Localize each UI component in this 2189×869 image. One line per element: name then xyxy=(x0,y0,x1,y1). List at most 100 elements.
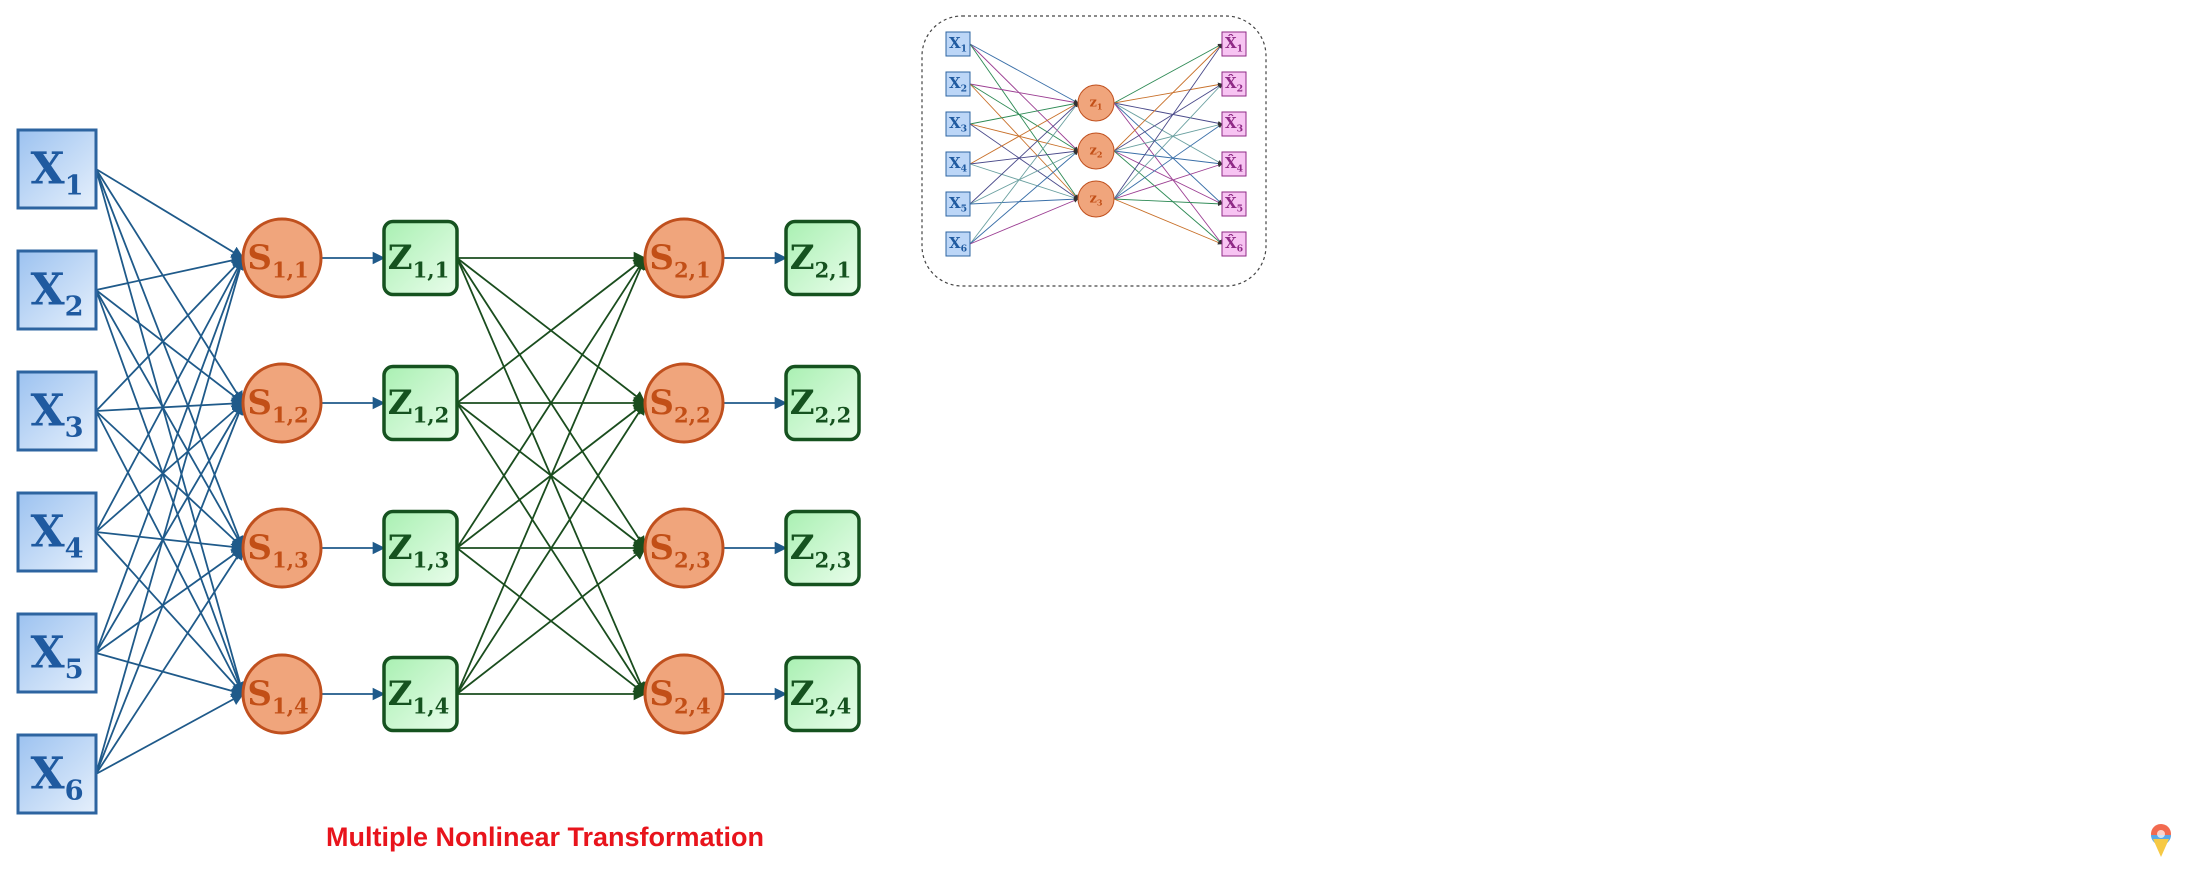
app-logo-icon xyxy=(2151,824,2171,857)
input-label: X2 xyxy=(30,265,83,323)
edge-z13-s21 xyxy=(456,256,646,549)
edge-z14-s22 xyxy=(456,401,646,695)
activation-label: Z1,1 xyxy=(388,238,450,283)
inset-edge-in xyxy=(969,150,1079,245)
neuron-s2-1: S2,1 xyxy=(643,217,725,299)
inset-edge-out xyxy=(1113,102,1223,245)
edge-x5-s14 xyxy=(95,652,245,698)
inset-edge-out xyxy=(1113,83,1223,200)
inset-edge-in xyxy=(969,83,1079,105)
edge-x2-s14 xyxy=(95,289,246,696)
inset-output-label: X̂2 xyxy=(1225,74,1243,95)
neuron-label: S1,3 xyxy=(247,528,308,573)
activation-label: Z1,4 xyxy=(388,674,450,719)
inset-input-label: X4 xyxy=(949,154,968,175)
edge-x1-s11 xyxy=(95,168,245,259)
inset-hidden-z2: z2 xyxy=(1077,132,1115,170)
inset-output-xhat1: X̂1 xyxy=(1221,31,1247,57)
edge-x3-s11 xyxy=(95,257,244,412)
inset-input-x1: X1 xyxy=(945,31,971,57)
edge-x2-s13 xyxy=(95,289,244,550)
input-node-x6: X6 xyxy=(16,733,98,815)
inset-output-label: X̂6 xyxy=(1225,234,1243,255)
input-node-x5: X5 xyxy=(16,612,98,694)
edge-z14-s23 xyxy=(456,547,646,695)
neuron-s1-4: S1,4 xyxy=(241,653,323,735)
neuron-s2-4: S2,4 xyxy=(643,653,725,735)
inset-output-xhat6: X̂6 xyxy=(1221,231,1247,257)
activation-z2-2: Z2,2 xyxy=(784,364,861,442)
edge-x3-s13 xyxy=(95,410,244,549)
inset-edge-in xyxy=(969,101,1079,125)
inset-edge-in xyxy=(969,102,1079,245)
inset-edges xyxy=(969,43,1223,245)
inset-edge-out xyxy=(1113,102,1223,205)
inset-edge-in xyxy=(969,102,1079,165)
inset-edge-in xyxy=(969,123,1079,200)
edge-x5-s12 xyxy=(95,401,244,654)
inset-edge-out xyxy=(1113,102,1223,126)
input-node-x3: X3 xyxy=(16,370,98,452)
activation-z2-1: Z2,1 xyxy=(784,219,861,297)
inset-input-label: X1 xyxy=(949,34,967,55)
inset-edge-in xyxy=(969,83,1079,200)
input-node-x1: X1 xyxy=(16,128,98,210)
edge-x6-s13 xyxy=(95,546,244,775)
inset-output-label: X̂1 xyxy=(1225,34,1243,55)
neuron-label: S2,4 xyxy=(649,674,710,719)
edge-x3-s12 xyxy=(95,397,245,412)
activation-z2-4: Z2,4 xyxy=(784,655,861,733)
inset-hidden-z3: z3 xyxy=(1077,180,1115,218)
activation-label: Z2,4 xyxy=(790,674,852,719)
inset-edge-in xyxy=(969,43,1079,200)
neuron-label: S2,3 xyxy=(649,528,710,573)
edges-group xyxy=(95,168,788,775)
inset-edge-out xyxy=(1113,150,1223,166)
inset-output-label: X̂3 xyxy=(1225,114,1243,135)
activation-label: Z2,1 xyxy=(790,238,852,283)
inset-edge-in xyxy=(969,198,1079,245)
inset-edge-out xyxy=(1113,123,1223,200)
edge-z12-s21 xyxy=(456,257,646,404)
inset-edge-out xyxy=(1113,43,1223,200)
neuron-s2-2: S2,2 xyxy=(643,362,725,444)
edge-x2-s11 xyxy=(95,254,245,291)
activation-z1-4: Z1,4 xyxy=(382,655,459,733)
inset-edge-in xyxy=(969,102,1079,205)
inset-edge-out xyxy=(1113,150,1223,205)
inset-hidden-label: z3 xyxy=(1090,191,1103,207)
inset-edge-in xyxy=(969,163,1079,200)
neuron-label: S1,1 xyxy=(247,238,308,283)
inset-input-label: X5 xyxy=(949,194,967,215)
neuron-s1-3: S1,3 xyxy=(241,507,323,589)
input-label: X5 xyxy=(30,628,83,686)
inset-output-xhat2: X̂2 xyxy=(1221,71,1247,97)
activation-label: Z2,2 xyxy=(790,383,852,428)
edge-x1-s14 xyxy=(95,168,247,696)
inset-edge-in xyxy=(969,149,1079,165)
neuron-s1-2: S1,2 xyxy=(241,362,323,444)
activation-label: Z1,3 xyxy=(388,528,450,573)
edge-x6-s14 xyxy=(95,693,245,775)
edge-x4-s12 xyxy=(95,402,244,533)
inset-edge-out xyxy=(1113,122,1223,152)
neuron-label: S1,2 xyxy=(247,383,308,428)
activation-label: Z2,3 xyxy=(790,528,852,573)
edge-x4-s11 xyxy=(95,256,244,533)
edge-x4-s14 xyxy=(95,531,244,695)
inset-input-x5: X5 xyxy=(945,191,971,217)
inset-hidden-z1: z1 xyxy=(1077,84,1115,122)
nodes-group: X1X2X3X4X5X6S1,1S1,2S1,3S1,4Z1,1Z1,2Z1,3… xyxy=(16,128,861,815)
input-label: X1 xyxy=(30,144,83,202)
input-label: X6 xyxy=(30,749,83,807)
edge-x5-s13 xyxy=(95,547,245,654)
neuron-label: S2,2 xyxy=(649,383,710,428)
inset-edge-in xyxy=(969,150,1079,205)
edge-x6-s12 xyxy=(95,401,245,775)
inset-edge-out xyxy=(1113,83,1223,152)
inset-edge-out xyxy=(1113,102,1223,165)
inset-input-x6: X6 xyxy=(945,231,971,257)
inset-output-label: X̂5 xyxy=(1225,194,1243,215)
activation-z2-3: Z2,3 xyxy=(784,509,861,587)
